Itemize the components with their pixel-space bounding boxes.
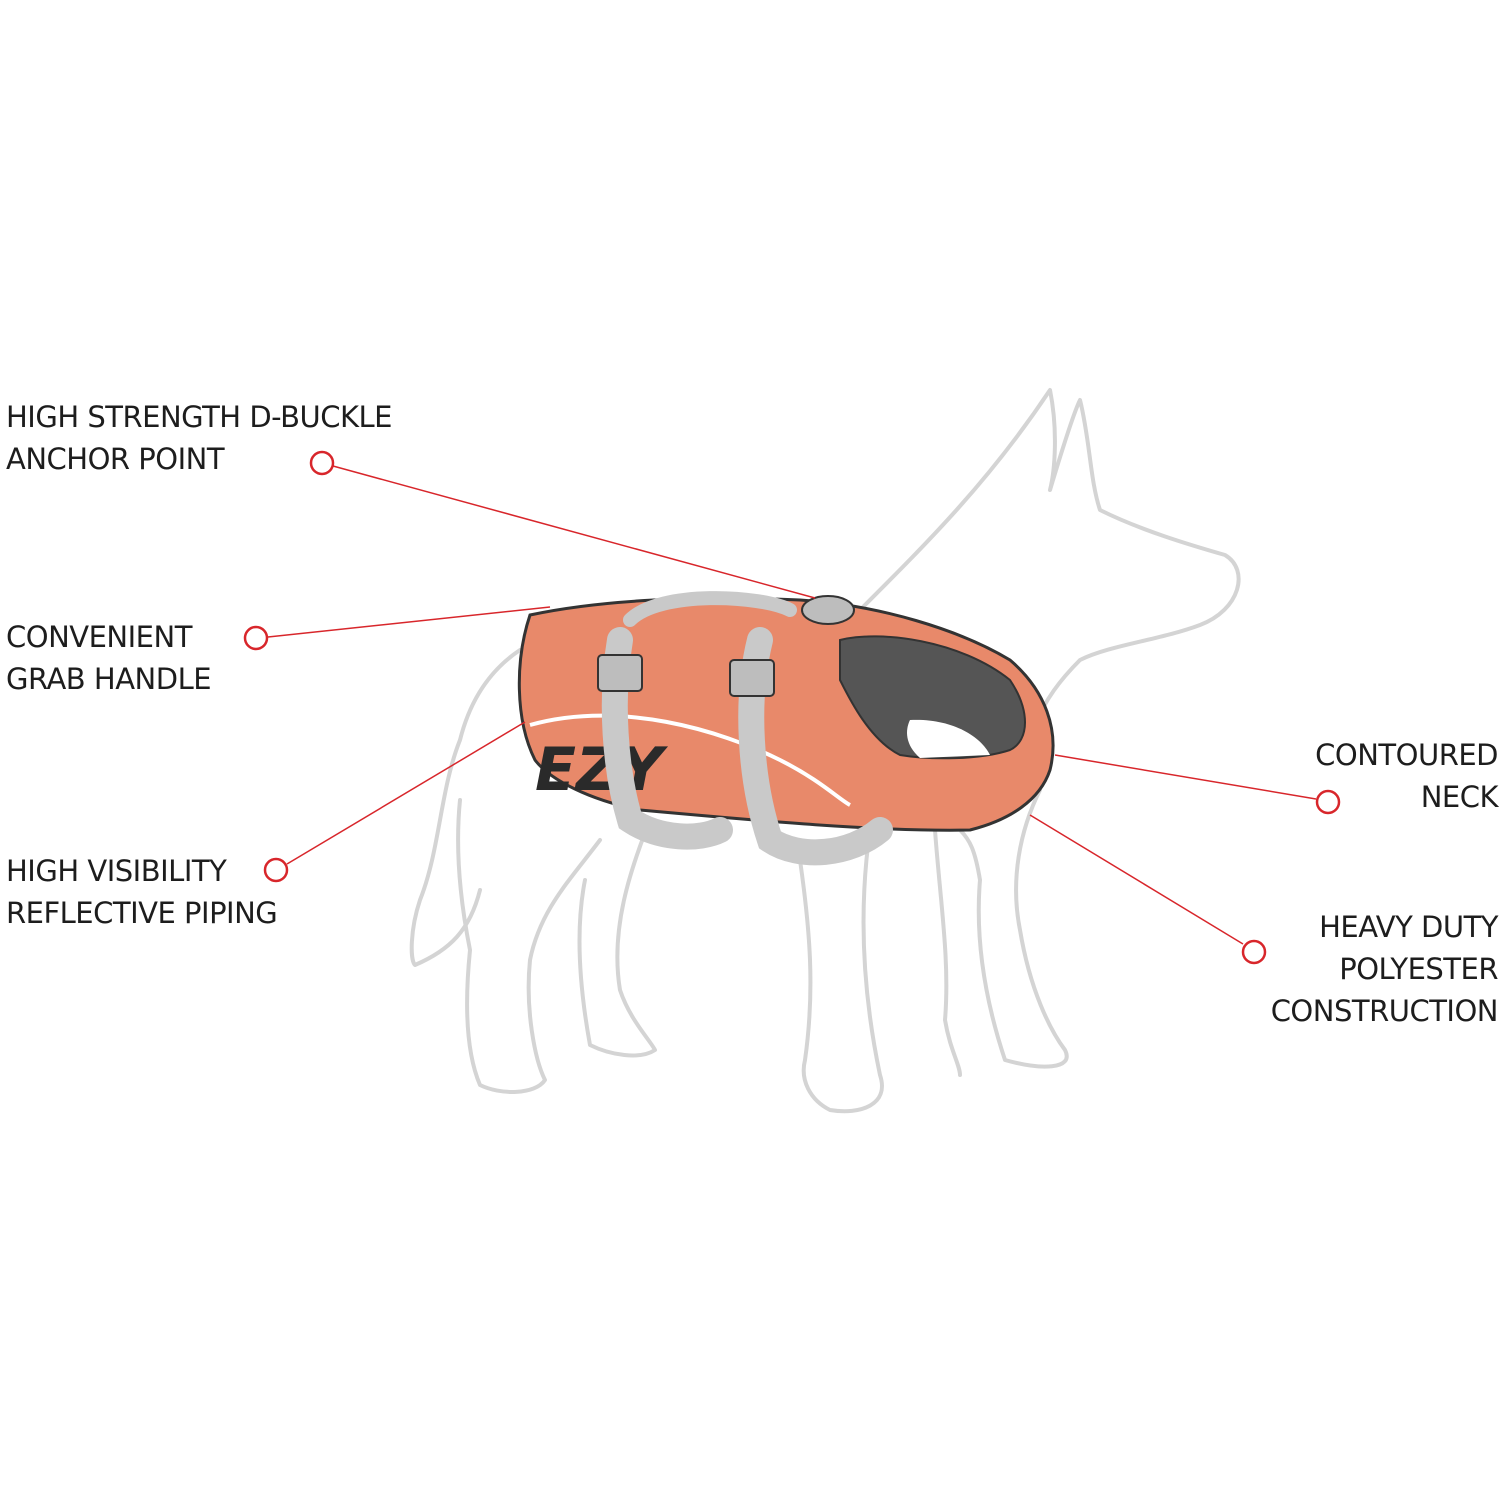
callout-text: ANCHOR POINT [6, 442, 225, 476]
callout-marker [1315, 789, 1341, 815]
callout-text: GRAB HANDLE [6, 662, 212, 696]
callout-text: CONTOURED [1315, 738, 1498, 772]
life-vest: EZY [517, 591, 1055, 866]
callout-marker [1241, 939, 1267, 965]
callout-d-buckle: HIGH STRENGTH D-BUCKLE ANCHOR POINT [6, 396, 392, 480]
callout-reflective-piping: HIGH VISIBILITY REFLECTIVE PIPING [6, 850, 278, 934]
callout-text: POLYESTER [1339, 952, 1498, 986]
callout-text: NECK [1420, 780, 1499, 814]
buckle [597, 654, 643, 692]
callout-marker [243, 625, 269, 651]
callout-text: HEAVY DUTY [1319, 910, 1498, 944]
vest-logo: EZY [535, 735, 668, 805]
callout-marker [309, 450, 335, 476]
d-buckle [801, 595, 855, 625]
dog-outline [409, 388, 1241, 1114]
grab-handle [623, 591, 797, 627]
callout-text: CONSTRUCTION [1270, 994, 1499, 1028]
callout-contoured-neck: CONTOURED NECK [1315, 734, 1498, 818]
callout-text: HIGH VISIBILITY [6, 854, 227, 888]
callout-text: REFLECTIVE PIPING [6, 896, 278, 930]
callout-marker [263, 857, 289, 883]
callout-grab-handle: CONVENIENT GRAB HANDLE [6, 616, 212, 700]
callout-text: CONVENIENT [6, 620, 192, 654]
buckle [729, 659, 775, 697]
callout-text: HIGH STRENGTH D-BUCKLE [6, 400, 392, 434]
callout-lines [243, 450, 1341, 965]
callout-polyester: HEAVY DUTY POLYESTER CONSTRUCTION [1270, 906, 1499, 1032]
